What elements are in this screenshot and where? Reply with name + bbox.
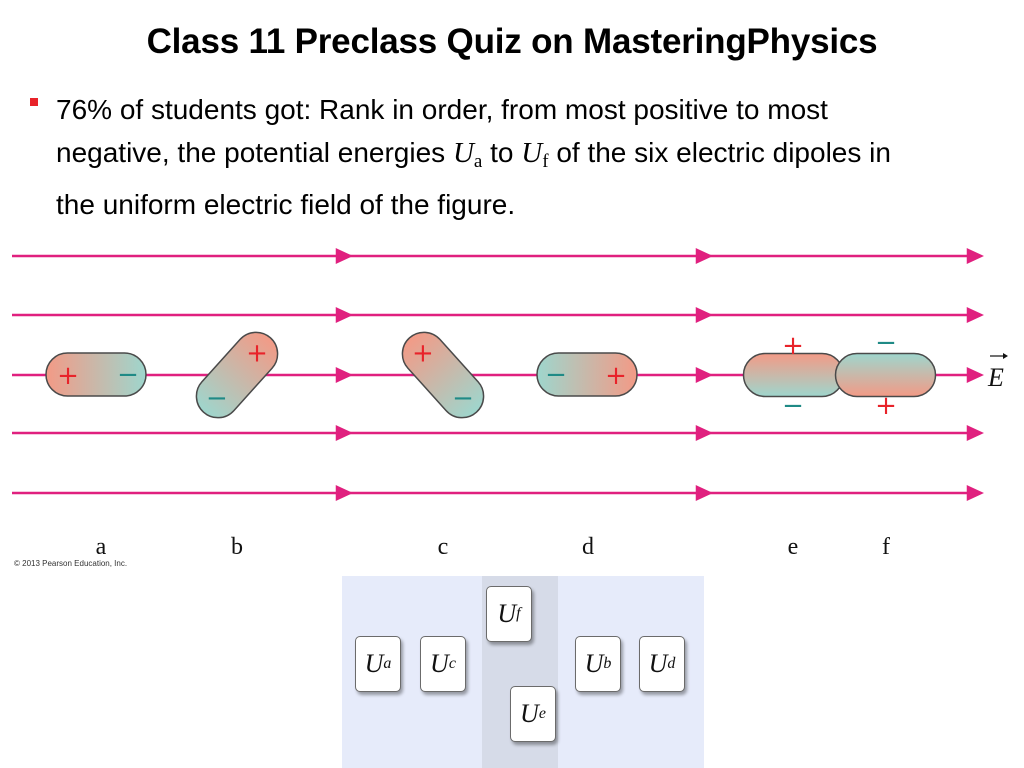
bullet-text: 76% of students got: Rank in order, from… [56, 88, 926, 226]
bullet-text-part1: 76% of students got: Rank in order, from… [56, 94, 828, 168]
dipole-label-b: b [231, 534, 243, 560]
tile-subscript: a [383, 655, 392, 672]
bullet-text-part2: of the six electric dipoles in the unifo… [56, 137, 891, 220]
field-label: E [987, 353, 1008, 392]
dipole-c: + − [401, 331, 485, 419]
plus-sign: + [782, 331, 804, 361]
field-lines [12, 248, 984, 501]
copyright-notice: © 2013 Pearson Education, Inc. [14, 559, 128, 568]
dipole-d: − + [536, 352, 638, 397]
tile-letter: U [364, 649, 384, 678]
tile-subscript: f [516, 605, 521, 622]
subscript-a: a [473, 151, 483, 172]
field-line [12, 425, 984, 441]
field-line [12, 307, 984, 323]
u-symbol-a: U [452, 137, 474, 169]
minus-sign: − [206, 383, 228, 413]
tile-letter: U [520, 699, 539, 728]
tile-subscript: c [448, 655, 456, 672]
minus-sign: − [545, 360, 567, 390]
field-line [12, 485, 984, 501]
dipole-b: − + [195, 331, 279, 419]
dipole-label-d: d [582, 534, 594, 560]
tile-letter: U [584, 649, 604, 678]
plus-sign: + [412, 339, 434, 369]
subscript-f: f [542, 151, 549, 172]
plus-sign: + [57, 361, 79, 391]
minus-sign: − [117, 360, 139, 390]
dipole-f: − + [834, 328, 937, 421]
plus-sign: + [246, 339, 268, 369]
field-label-text: E [987, 363, 1004, 392]
dipole-a: + − [45, 352, 147, 397]
plus-sign: + [605, 361, 627, 391]
plus-sign: + [875, 391, 897, 421]
tile-letter: U [430, 649, 449, 678]
minus-sign: − [452, 383, 474, 413]
to-word: to [482, 137, 522, 168]
slide-title: Class 11 Preclass Quiz on MasteringPhysi… [146, 22, 878, 61]
dipole-label-e: e [788, 534, 799, 560]
bullet-square-icon [30, 98, 38, 106]
tile-subscript: d [667, 655, 676, 672]
dipole-label-f: f [882, 534, 890, 560]
dipole-e: + − [742, 331, 845, 421]
minus-sign: − [875, 328, 897, 358]
tile-letter: U [648, 649, 668, 678]
dipole-label-c: c [438, 534, 449, 560]
tile-subscript: b [603, 655, 612, 672]
dipole-label-a: a [96, 534, 107, 560]
tile-subscript: e [538, 705, 546, 722]
tile-letter: U [497, 599, 517, 628]
dipole-figure: E + − − + + − − + + − − + a b c d [12, 248, 1008, 560]
minus-sign: − [782, 391, 804, 421]
field-line [12, 248, 984, 264]
u-symbol-f: U [521, 137, 543, 169]
